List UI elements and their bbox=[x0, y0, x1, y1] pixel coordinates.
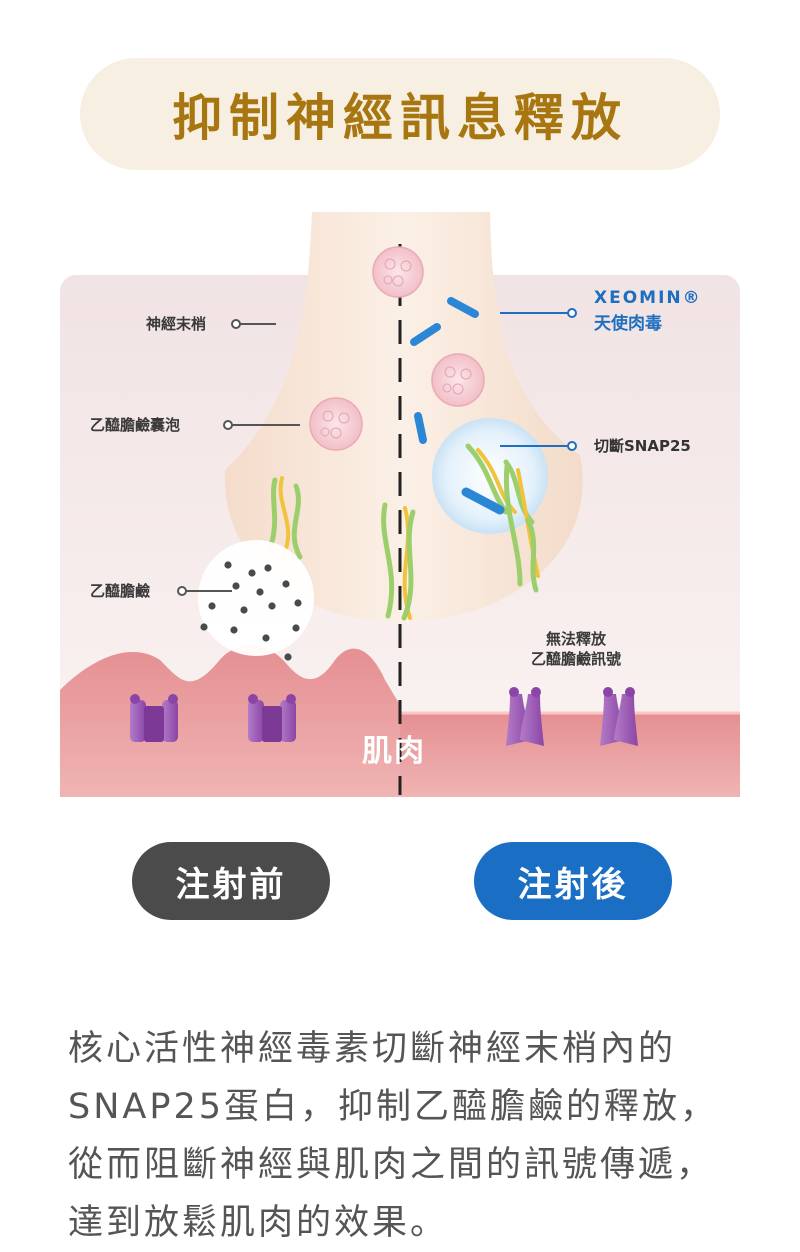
label-muscle: 肌肉 bbox=[362, 726, 426, 770]
muscle-membrane-after bbox=[400, 713, 740, 797]
ach-release-cloud bbox=[198, 540, 314, 656]
label-xeomin-en: XEOMIN® bbox=[594, 288, 702, 308]
label-xeomin-zh: 天使肉毒 bbox=[594, 309, 662, 334]
before-injection-button[interactable]: 注射前 bbox=[132, 842, 330, 920]
label-nerve-ending: 神經末梢 bbox=[146, 315, 206, 333]
title-banner: 抑制神經訊息釋放 bbox=[80, 58, 720, 170]
label-ach-vesicle: 乙醯膽鹼囊泡 bbox=[90, 416, 180, 434]
page-title: 抑制神經訊息釋放 bbox=[172, 78, 628, 150]
ach-vesicle bbox=[310, 398, 362, 450]
ach-vesicle bbox=[373, 247, 423, 297]
label-no-release-line2: 乙醯膽鹼訊號 bbox=[506, 650, 646, 668]
label-ach: 乙醯膽鹼 bbox=[90, 582, 150, 600]
description-text: 核心活性神經毒素切斷神經末梢內的SNAP25蛋白，抑制乙醯膽鹼的釋放，從而阻斷神… bbox=[68, 1020, 748, 1252]
label-no-release-line1: 無法釋放 bbox=[506, 630, 646, 648]
muscle-membrane-before bbox=[60, 646, 400, 798]
after-injection-button[interactable]: 注射後 bbox=[474, 842, 672, 920]
label-cut-snap25: 切斷SNAP25 bbox=[594, 437, 691, 455]
ach-vesicle bbox=[432, 354, 484, 406]
